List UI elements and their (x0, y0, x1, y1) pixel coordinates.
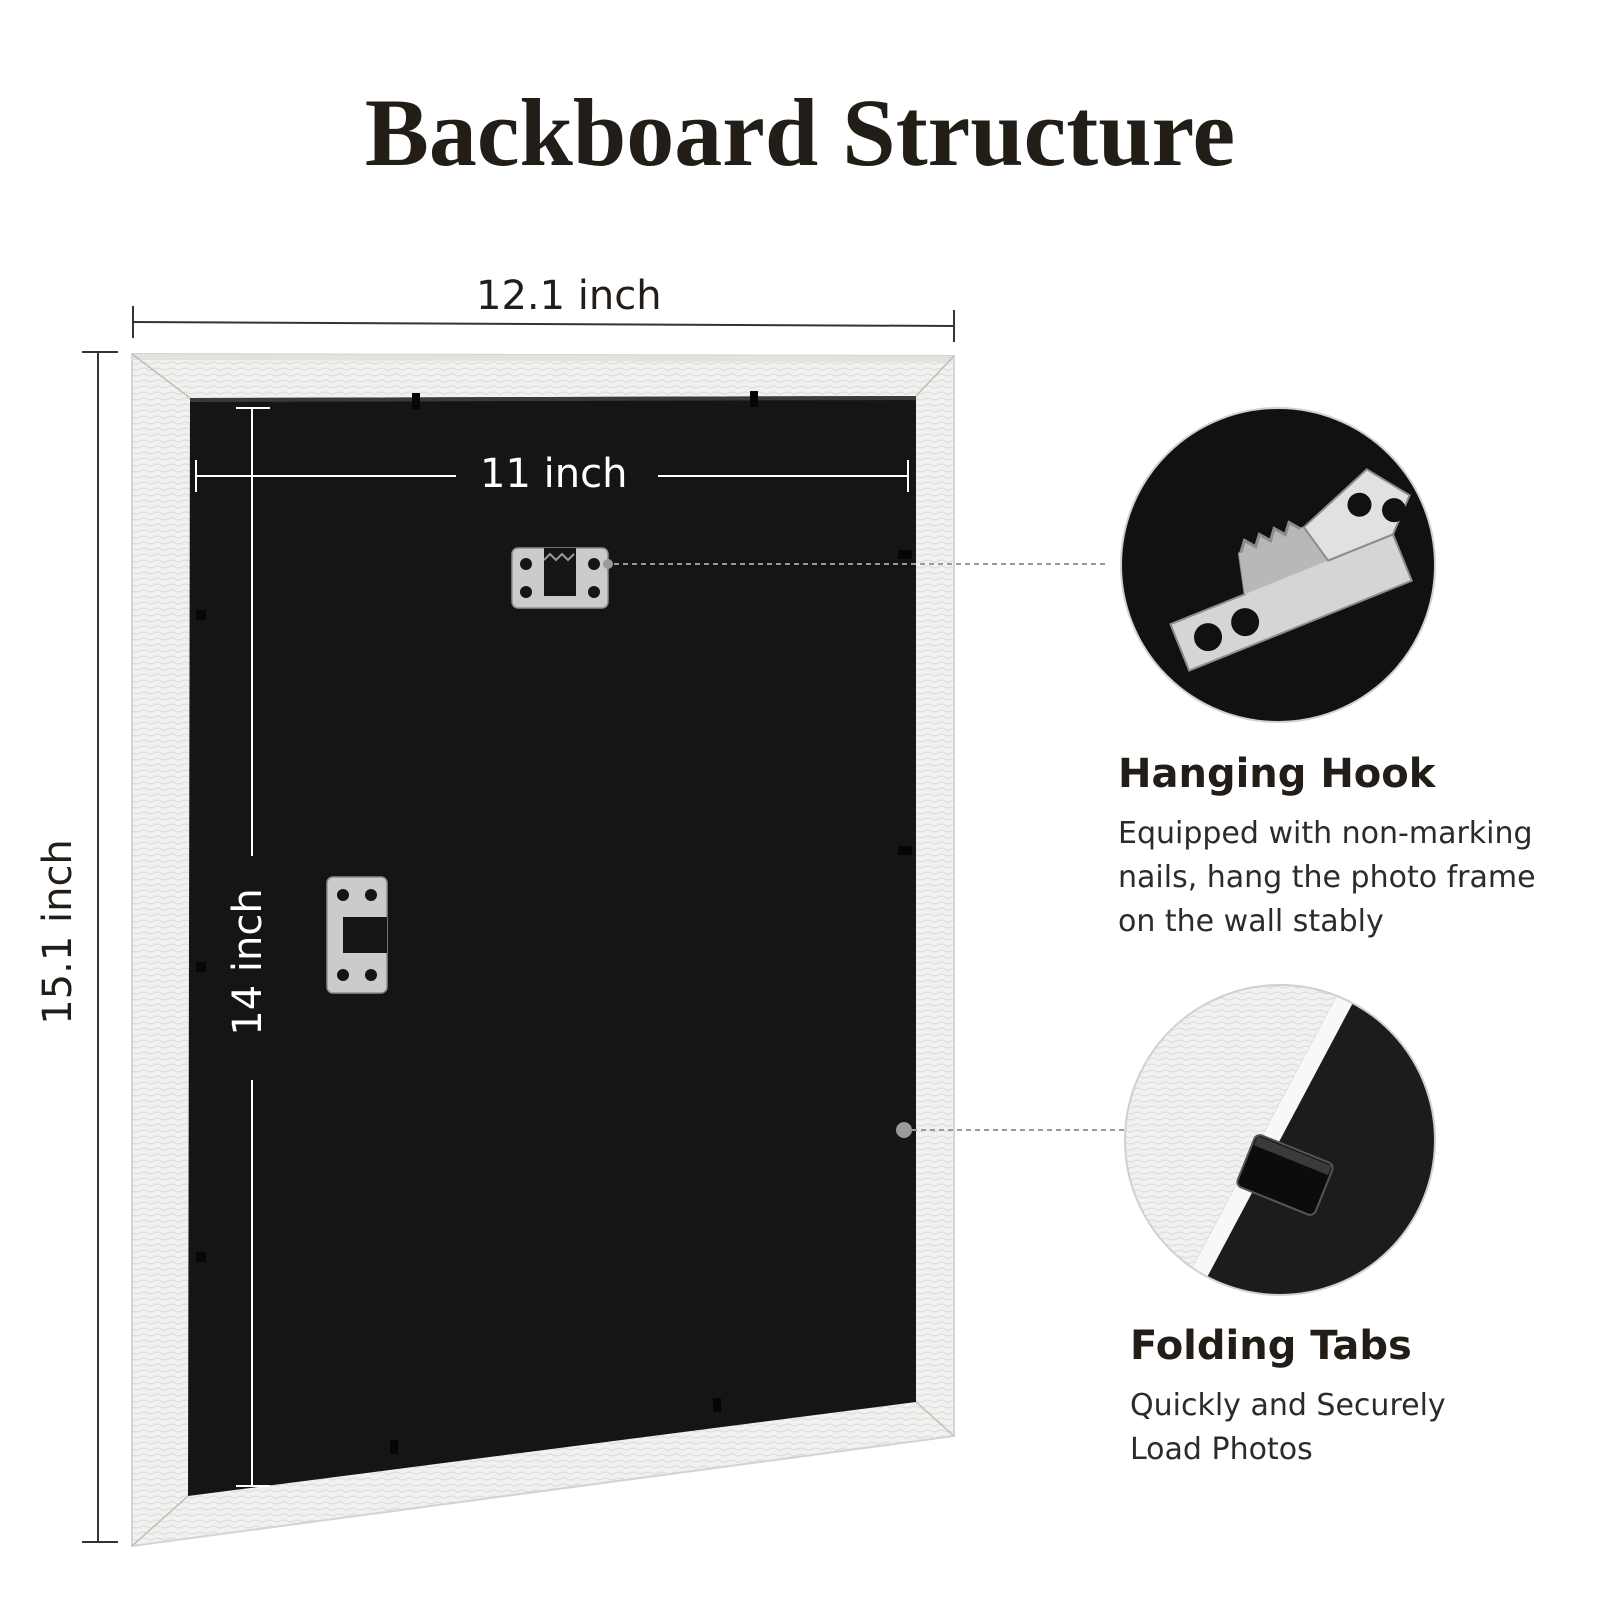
frame-height-dimension-line (82, 351, 118, 1543)
tab-leader-line (896, 1122, 1125, 1138)
folding-tab-zoom (1125, 985, 1435, 1295)
callout-description-line: Load Photos (1130, 1432, 1313, 1467)
callout-description: Equipped with non-marking nails, hang th… (1118, 812, 1588, 944)
board-width-label: 11 inch (480, 451, 628, 497)
callout-description-line: Quickly and Securely (1130, 1388, 1446, 1423)
backboard (188, 396, 916, 1496)
board-width-dimension-line (195, 460, 909, 492)
hook-leader-line (603, 559, 1105, 569)
callout-description-line: on the wall stably (1118, 904, 1384, 939)
top-hanging-hook (511, 547, 609, 609)
callout-heading: Folding Tabs (1130, 1323, 1412, 1369)
folding-tabs-callout: Folding Tabs Quickly and Securely Load P… (1130, 1322, 1590, 1472)
callout-description-line: Equipped with non-marking (1118, 816, 1533, 851)
board-height-dimension-line (236, 407, 270, 1487)
callout-description-line: nails, hang the photo frame (1118, 860, 1536, 895)
edge-tab-marks (196, 391, 912, 1454)
page-title: Backboard Structure (364, 79, 1236, 186)
hanging-hook-zoom (1121, 408, 1435, 722)
callout-heading: Hanging Hook (1118, 751, 1436, 797)
hanging-hook-callout: Hanging Hook Equipped with non-marking n… (1118, 750, 1588, 944)
frame-width-label: 12.1 inch (476, 273, 662, 319)
callout-description: Quickly and Securely Load Photos (1130, 1384, 1590, 1472)
frame-width-dimension-line (132, 306, 955, 342)
board-height-label: 14 inch (225, 888, 271, 1036)
side-hanging-hook (326, 876, 388, 994)
